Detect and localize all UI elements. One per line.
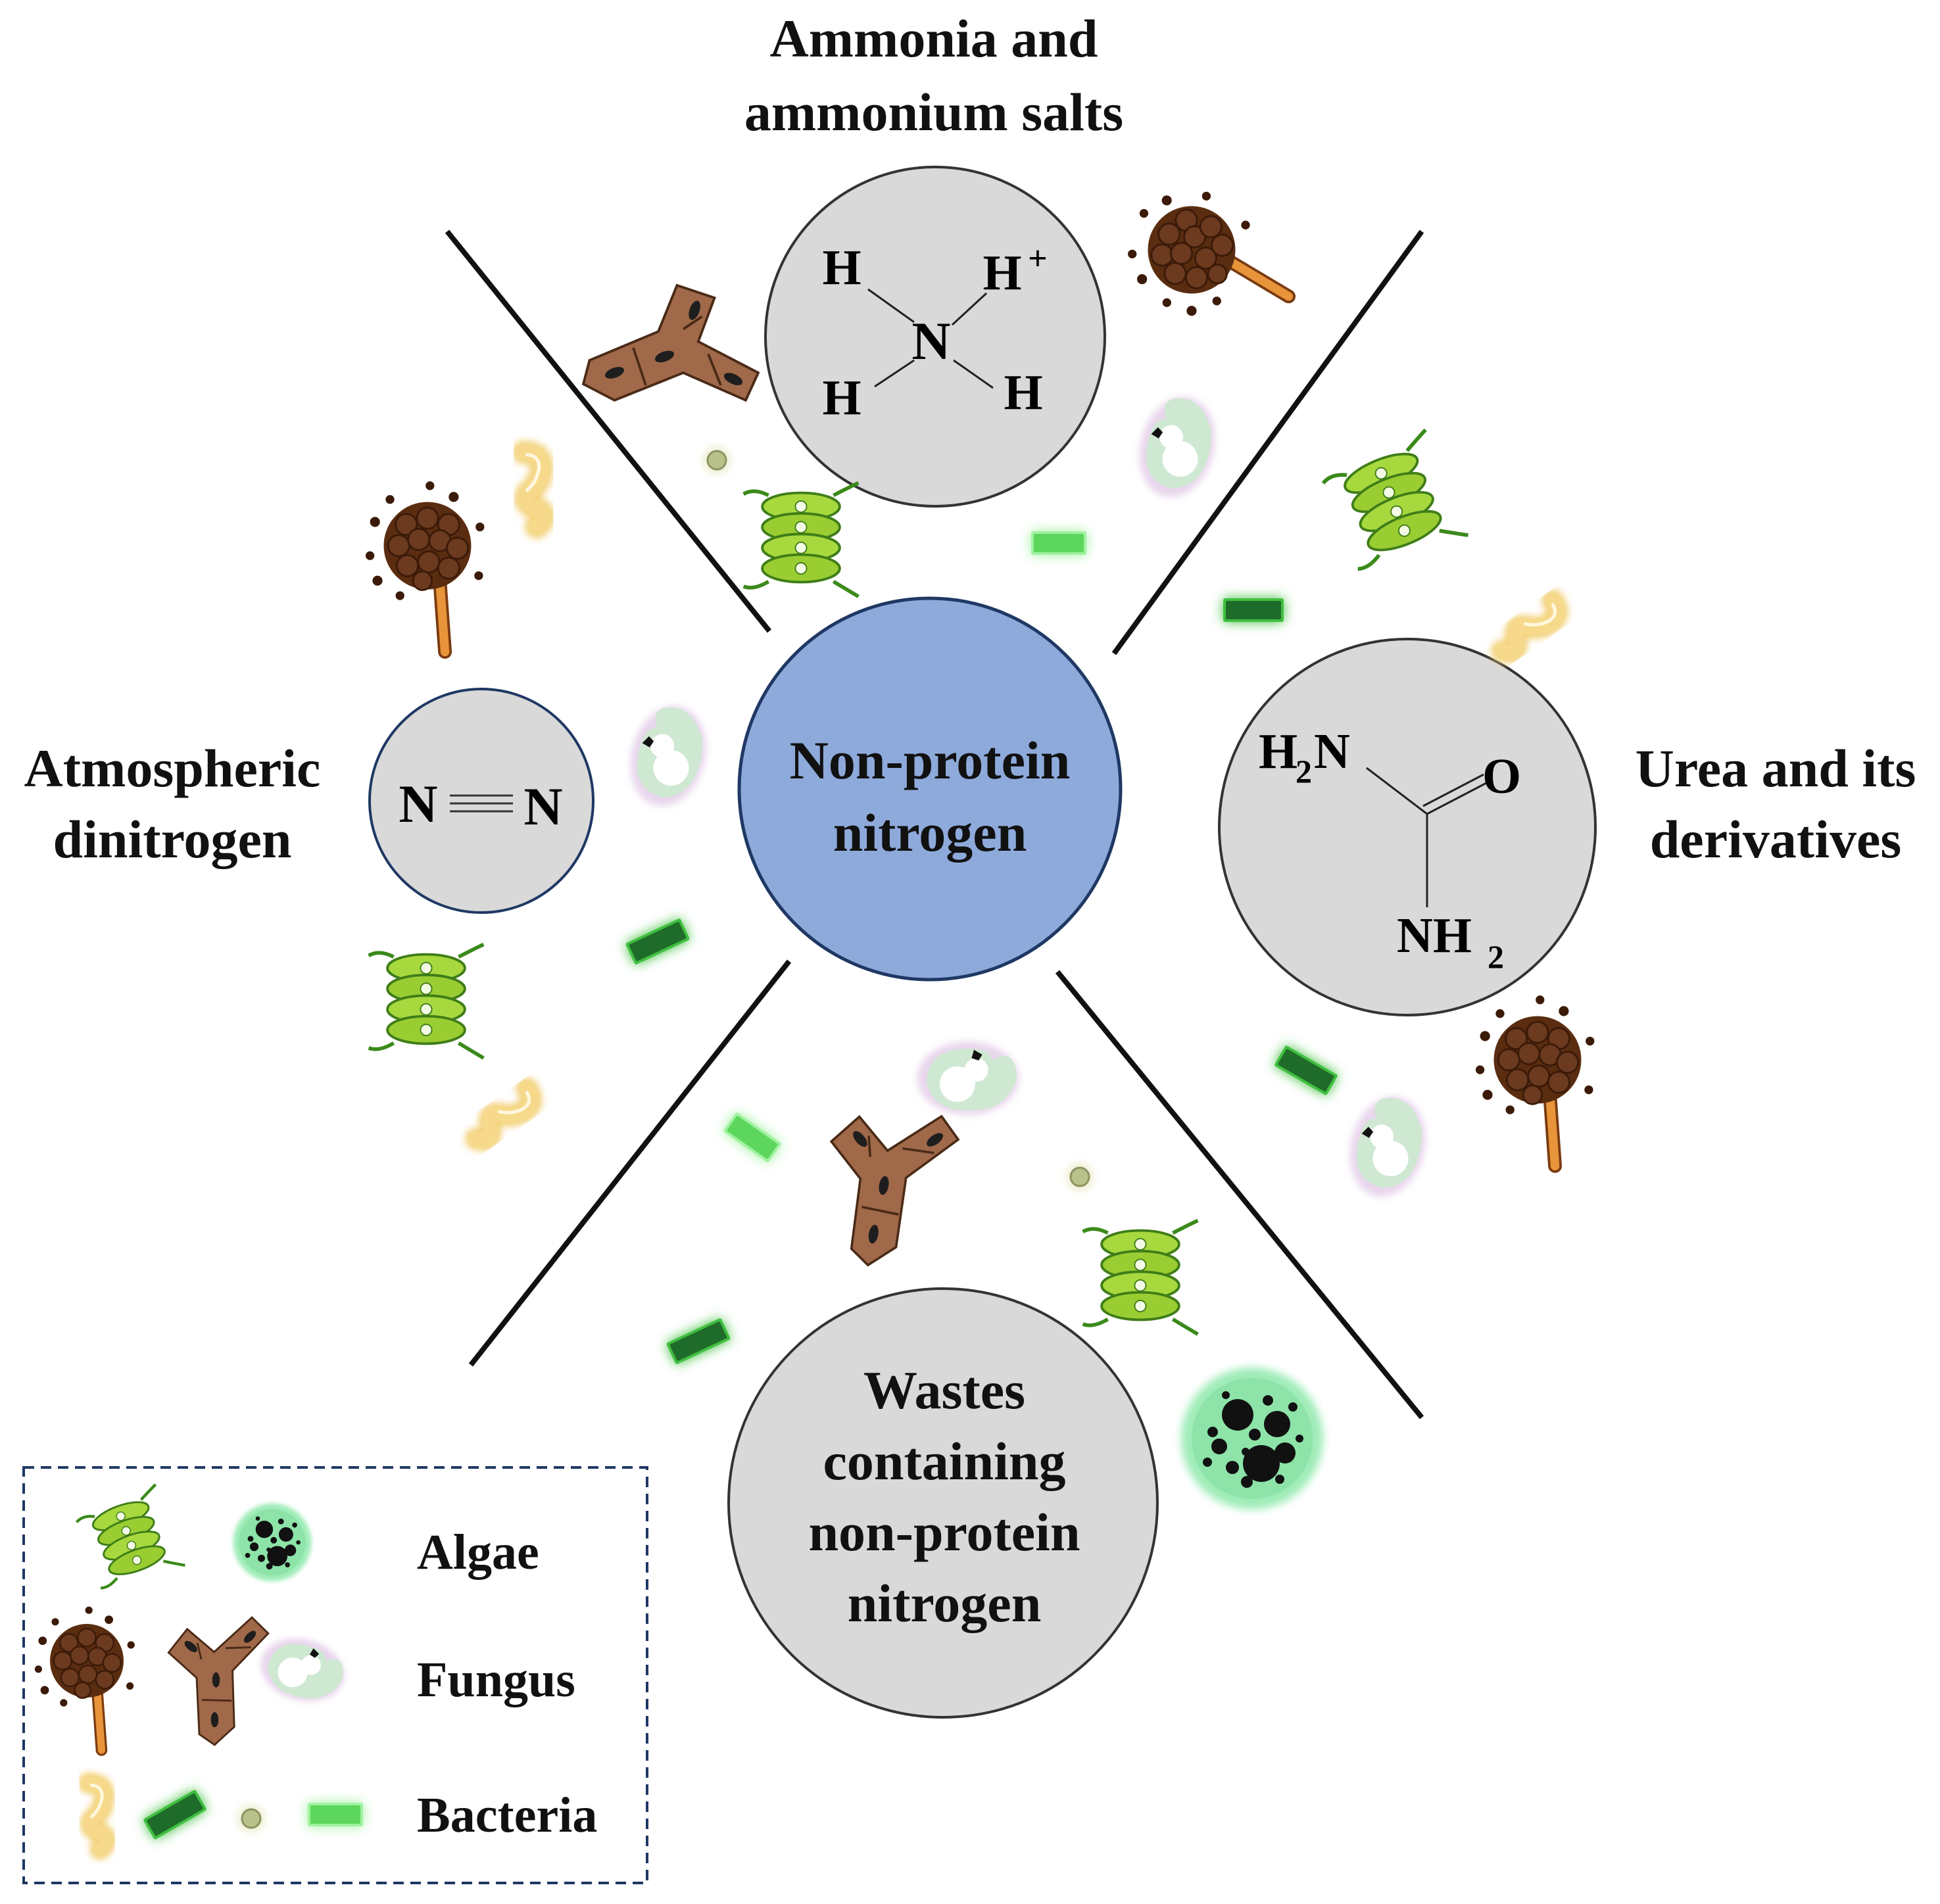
center-label-line1: Non-protein [790,730,1071,790]
algae-chain-icon [1083,1220,1198,1334]
dinitrogen-n-right: N [523,776,562,836]
ammonium-h-topleft: H [822,240,861,295]
legend-rod-bacterium-light-icon [308,1803,363,1826]
legend-algae-chain-icon [74,1485,185,1595]
wastes-label-line4: nitrogen [848,1573,1042,1633]
urea-nh2-nh: NH [1397,908,1472,963]
divider-top-right [1111,229,1424,655]
legend-spiral-bacterium-icon [88,1783,106,1849]
wastes-circle [727,1287,1159,1719]
divider-bottom-left [468,959,792,1367]
ammonium-plus-sign: + [1028,240,1048,277]
spore-ball-icon [366,481,485,652]
legend-hypha-icon [143,1594,273,1750]
legend-coccus-bacterium-icon [239,1807,263,1830]
divider-bottom-right [1055,970,1424,1419]
rod-bacterium-light-icon [1031,531,1086,555]
hypha-icon [582,284,760,402]
spiral-bacterium-icon [469,1088,537,1144]
dinitrogen-circle [368,688,594,914]
spore-ball-icon [1103,166,1311,362]
legend-algae-label: Algae [417,1525,539,1580]
urea-title-line1: Urea and its [1636,738,1916,798]
legend: Algae Fungus Bacteria [22,1466,648,1884]
algae-chain-icon [369,944,484,1058]
ammonium-h-bottomright: H [1004,365,1042,420]
ammonium-title-line2: ammonium salts [744,82,1123,142]
urea-bonds [1366,767,1488,907]
urea-o: O [1482,749,1521,804]
ammonium-title-line1: Ammonia and [770,9,1098,68]
dinitrogen-n-left: N [399,774,437,834]
source-ammonium: Ammonia and ammonium salts H H + N H H [744,9,1123,508]
legend-rod-bacterium-dark-icon [143,1789,207,1840]
coccus-bacterium-icon [1068,1165,1092,1189]
ammonium-structure [867,288,994,389]
ammonium-n: N [911,311,950,371]
triple-bond [450,794,513,813]
source-wastes: Wastes containing non-protein nitrogen [727,1287,1159,1719]
spiral-bacterium-icon [523,452,543,527]
source-urea: Urea and its derivatives H 2 N O NH 2 [1218,638,1916,1016]
ammonium-h-topright: H [982,245,1021,300]
ammonium-h-bottomleft: H [822,370,861,425]
legend-yeast-icon [254,1629,352,1710]
legend-bacteria-label: Bacteria [417,1788,597,1843]
urea-h2n-sub: 2 [1296,753,1312,790]
rod-bacterium-dark-icon [666,1318,731,1365]
dinitrogen-title-line1: Atmospheric [24,738,321,798]
source-dinitrogen: Atmospheric dinitrogen N N [24,688,594,914]
urea-h2n-h: H [1259,724,1297,779]
algae-chain-icon [744,483,859,596]
rod-bacterium-dark-icon [1223,598,1284,622]
urea-circle [1218,638,1597,1016]
urea-title-line2: derivatives [1650,809,1902,869]
rod-bacterium-dark-icon [625,918,691,965]
legend-algae-colony-icon [233,1504,312,1582]
yeast-icon [619,698,717,815]
yeast-icon [1128,389,1226,506]
wastes-label-line1: Wastes [863,1360,1025,1420]
center-label-line2: nitrogen [833,803,1027,863]
rod-bacterium-dark-icon [1274,1045,1338,1095]
urea-h2n-n: N [1314,724,1350,779]
legend-fungus-label: Fungus [417,1652,575,1707]
rod-bacterium-light-icon [723,1112,781,1163]
urea-nh2-sub: 2 [1488,938,1504,975]
algae-chain-icon [1319,430,1468,579]
center-circle [737,596,1123,982]
wastes-label-line2: containing [823,1431,1065,1491]
legend-box [22,1466,648,1884]
ammonium-circle [764,166,1106,508]
center-node: Non-protein nitrogen [737,596,1123,982]
divider-lines [445,229,1424,1419]
divider-top-left [445,229,772,633]
spiral-bacterium-icon [1495,600,1563,656]
legend-spore-ball-icon [35,1607,135,1750]
wastes-label-line3: non-protein [808,1502,1080,1562]
yeast-icon [1339,1088,1436,1205]
spore-ball-icon [1476,995,1595,1166]
dinitrogen-title-line2: dinitrogen [53,809,292,869]
algae-colony-icon [1181,1368,1323,1510]
yeast-icon [917,1041,1019,1115]
coccus-bacterium-icon [705,448,729,472]
